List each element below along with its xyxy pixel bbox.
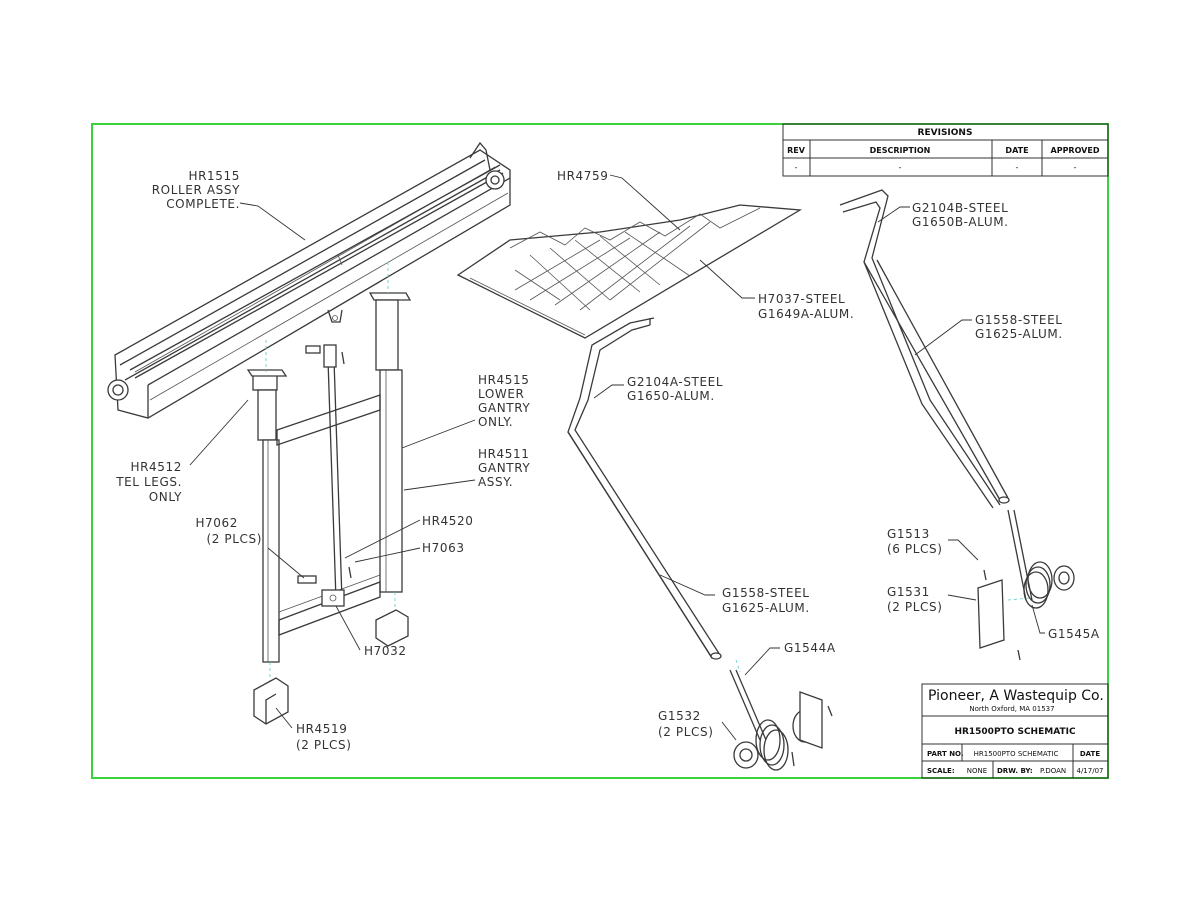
callout-hr4511-line1: HR4511 [478, 447, 530, 461]
callout-g1531-line2: (2 PLCS) [887, 600, 943, 614]
drawn-by-value: P.DOAN [1040, 767, 1066, 775]
callout-g1532-line2: (2 PLCS) [658, 725, 714, 739]
callout-hr4515-line1: HR4515 [478, 373, 530, 387]
scale-label: SCALE: [927, 767, 955, 775]
callout-hr4520: HR4520 [422, 514, 474, 528]
callout-g1513-line2: (6 PLCS) [887, 542, 943, 556]
callout-g1531: G1531 (2 PLCS) [887, 585, 943, 614]
callout-hr4512-line2: TEL LEGS. [115, 475, 182, 489]
callout-g1545a: G1545A [1048, 627, 1100, 641]
drawing-border [91, 123, 1109, 779]
callout-hr4515-line2: LOWER [478, 387, 525, 401]
right-arm-drawing [839, 189, 1075, 661]
callout-h7037-line1: H7037-STEEL [758, 292, 845, 306]
date-label: DATE [1080, 750, 1100, 758]
title-block: Pioneer, A Wastequip Co. North Oxford, M… [921, 683, 1109, 779]
callout-h7037: H7037-STEEL G1649A-ALUM. [758, 292, 854, 321]
date-cell: - [1016, 163, 1019, 172]
callout-hr4759: HR4759 [557, 169, 609, 183]
callout-g1544a: G1544A [784, 641, 836, 655]
callout-hr4519-line1: HR4519 [296, 722, 348, 736]
callout-hr4512-line3: ONLY [149, 490, 182, 504]
callout-g1513-line1: G1513 [887, 527, 930, 541]
date-header: DATE [1005, 146, 1028, 155]
rev-cell: - [795, 163, 798, 172]
callout-h7032: H7032 [364, 644, 407, 658]
callout-hr4515: HR4515 LOWER GANTRY ONLY. [478, 373, 530, 429]
callout-g1558-right-line2: G1625-ALUM. [975, 327, 1063, 341]
rev-header: REV [787, 146, 806, 155]
callout-g2104b-line2: G1650B-ALUM. [912, 215, 1009, 229]
callout-g1558-right-line1: G1558-STEEL [975, 313, 1063, 327]
callout-g2104b: G2104B-STEEL G1650B-ALUM. [912, 201, 1009, 229]
callout-g1558-right: G1558-STEEL G1625-ALUM. [975, 313, 1063, 341]
part-no-value: HR1500PTO SCHEMATIC [974, 750, 1059, 758]
company-address: North Oxford, MA 01537 [969, 705, 1054, 713]
callout-g1558-left: G1558-STEEL G1625-ALUM. [722, 586, 810, 615]
callout-h7063: H7063 [422, 541, 465, 555]
drawn-by-label: DRW. BY: [997, 767, 1033, 775]
callout-g1558-left-line1: G1558-STEEL [722, 586, 810, 600]
callout-g1532-line1: G1532 [658, 709, 701, 723]
callout-g1532: G1532 (2 PLCS) [658, 709, 714, 739]
drawing-title: HR1500PTO SCHEMATIC [954, 727, 1076, 737]
callout-h7062-line2: (2 PLCS) [206, 532, 262, 546]
callout-hr4519-line2: (2 PLCS) [296, 738, 352, 752]
revisions-title: REVISIONS [918, 128, 973, 138]
scale-value: NONE [967, 767, 987, 775]
callout-g1558-left-line2: G1625-ALUM. [722, 601, 810, 615]
description-header: DESCRIPTION [870, 146, 931, 155]
callout-hr1515-line3: COMPLETE. [166, 197, 240, 211]
callout-h7037-line2: G1649A-ALUM. [758, 307, 854, 321]
callout-hr1515-line2: ROLLER ASSY [152, 183, 240, 197]
roller-assembly-drawing [107, 141, 511, 419]
callout-h7062: H7062 (2 PLCS) [195, 516, 262, 546]
callout-hr4511: HR4511 GANTRY ASSY. [478, 447, 530, 489]
callout-hr1515: HR1515 ROLLER ASSY COMPLETE. [152, 169, 240, 211]
callout-g2104b-line1: G2104B-STEEL [912, 201, 1008, 215]
company-name: Pioneer, A Wastequip Co. [928, 688, 1104, 704]
callout-g1531-line1: G1531 [887, 585, 930, 599]
callout-g2104a-line2: G1650-ALUM. [627, 389, 715, 403]
revisions-table: REVISIONS REV DESCRIPTION DATE APPROVED … [782, 123, 1109, 177]
approved-header: APPROVED [1051, 146, 1100, 155]
date-value: 4/17/07 [1077, 767, 1104, 775]
callout-hr4519: HR4519 (2 PLCS) [296, 722, 352, 752]
tarp-drawing [456, 204, 803, 339]
callout-g2104a: G2104A-STEEL G1650-ALUM. [627, 375, 723, 403]
callout-hr4512-line1: HR4512 [130, 460, 182, 474]
callout-hr4512: HR4512 TEL LEGS. ONLY [115, 460, 182, 504]
callout-g1513: G1513 (6 PLCS) [887, 527, 943, 556]
callout-hr4511-line2: GANTRY [478, 461, 530, 475]
approved-cell: - [1074, 163, 1077, 172]
leader-lines [189, 174, 1045, 741]
callout-hr4515-line4: ONLY. [478, 415, 513, 429]
description-cell: - [899, 163, 902, 172]
callout-hr4515-line3: GANTRY [478, 401, 530, 415]
part-no-label: PART NO. [927, 750, 964, 758]
callout-h7062-line1: H7062 [195, 516, 238, 530]
callout-hr1515-line1: HR1515 [188, 169, 240, 183]
callout-hr4511-line3: ASSY. [478, 475, 513, 489]
left-arm-drawing [567, 317, 833, 771]
callout-g2104a-line1: G2104A-STEEL [627, 375, 723, 389]
